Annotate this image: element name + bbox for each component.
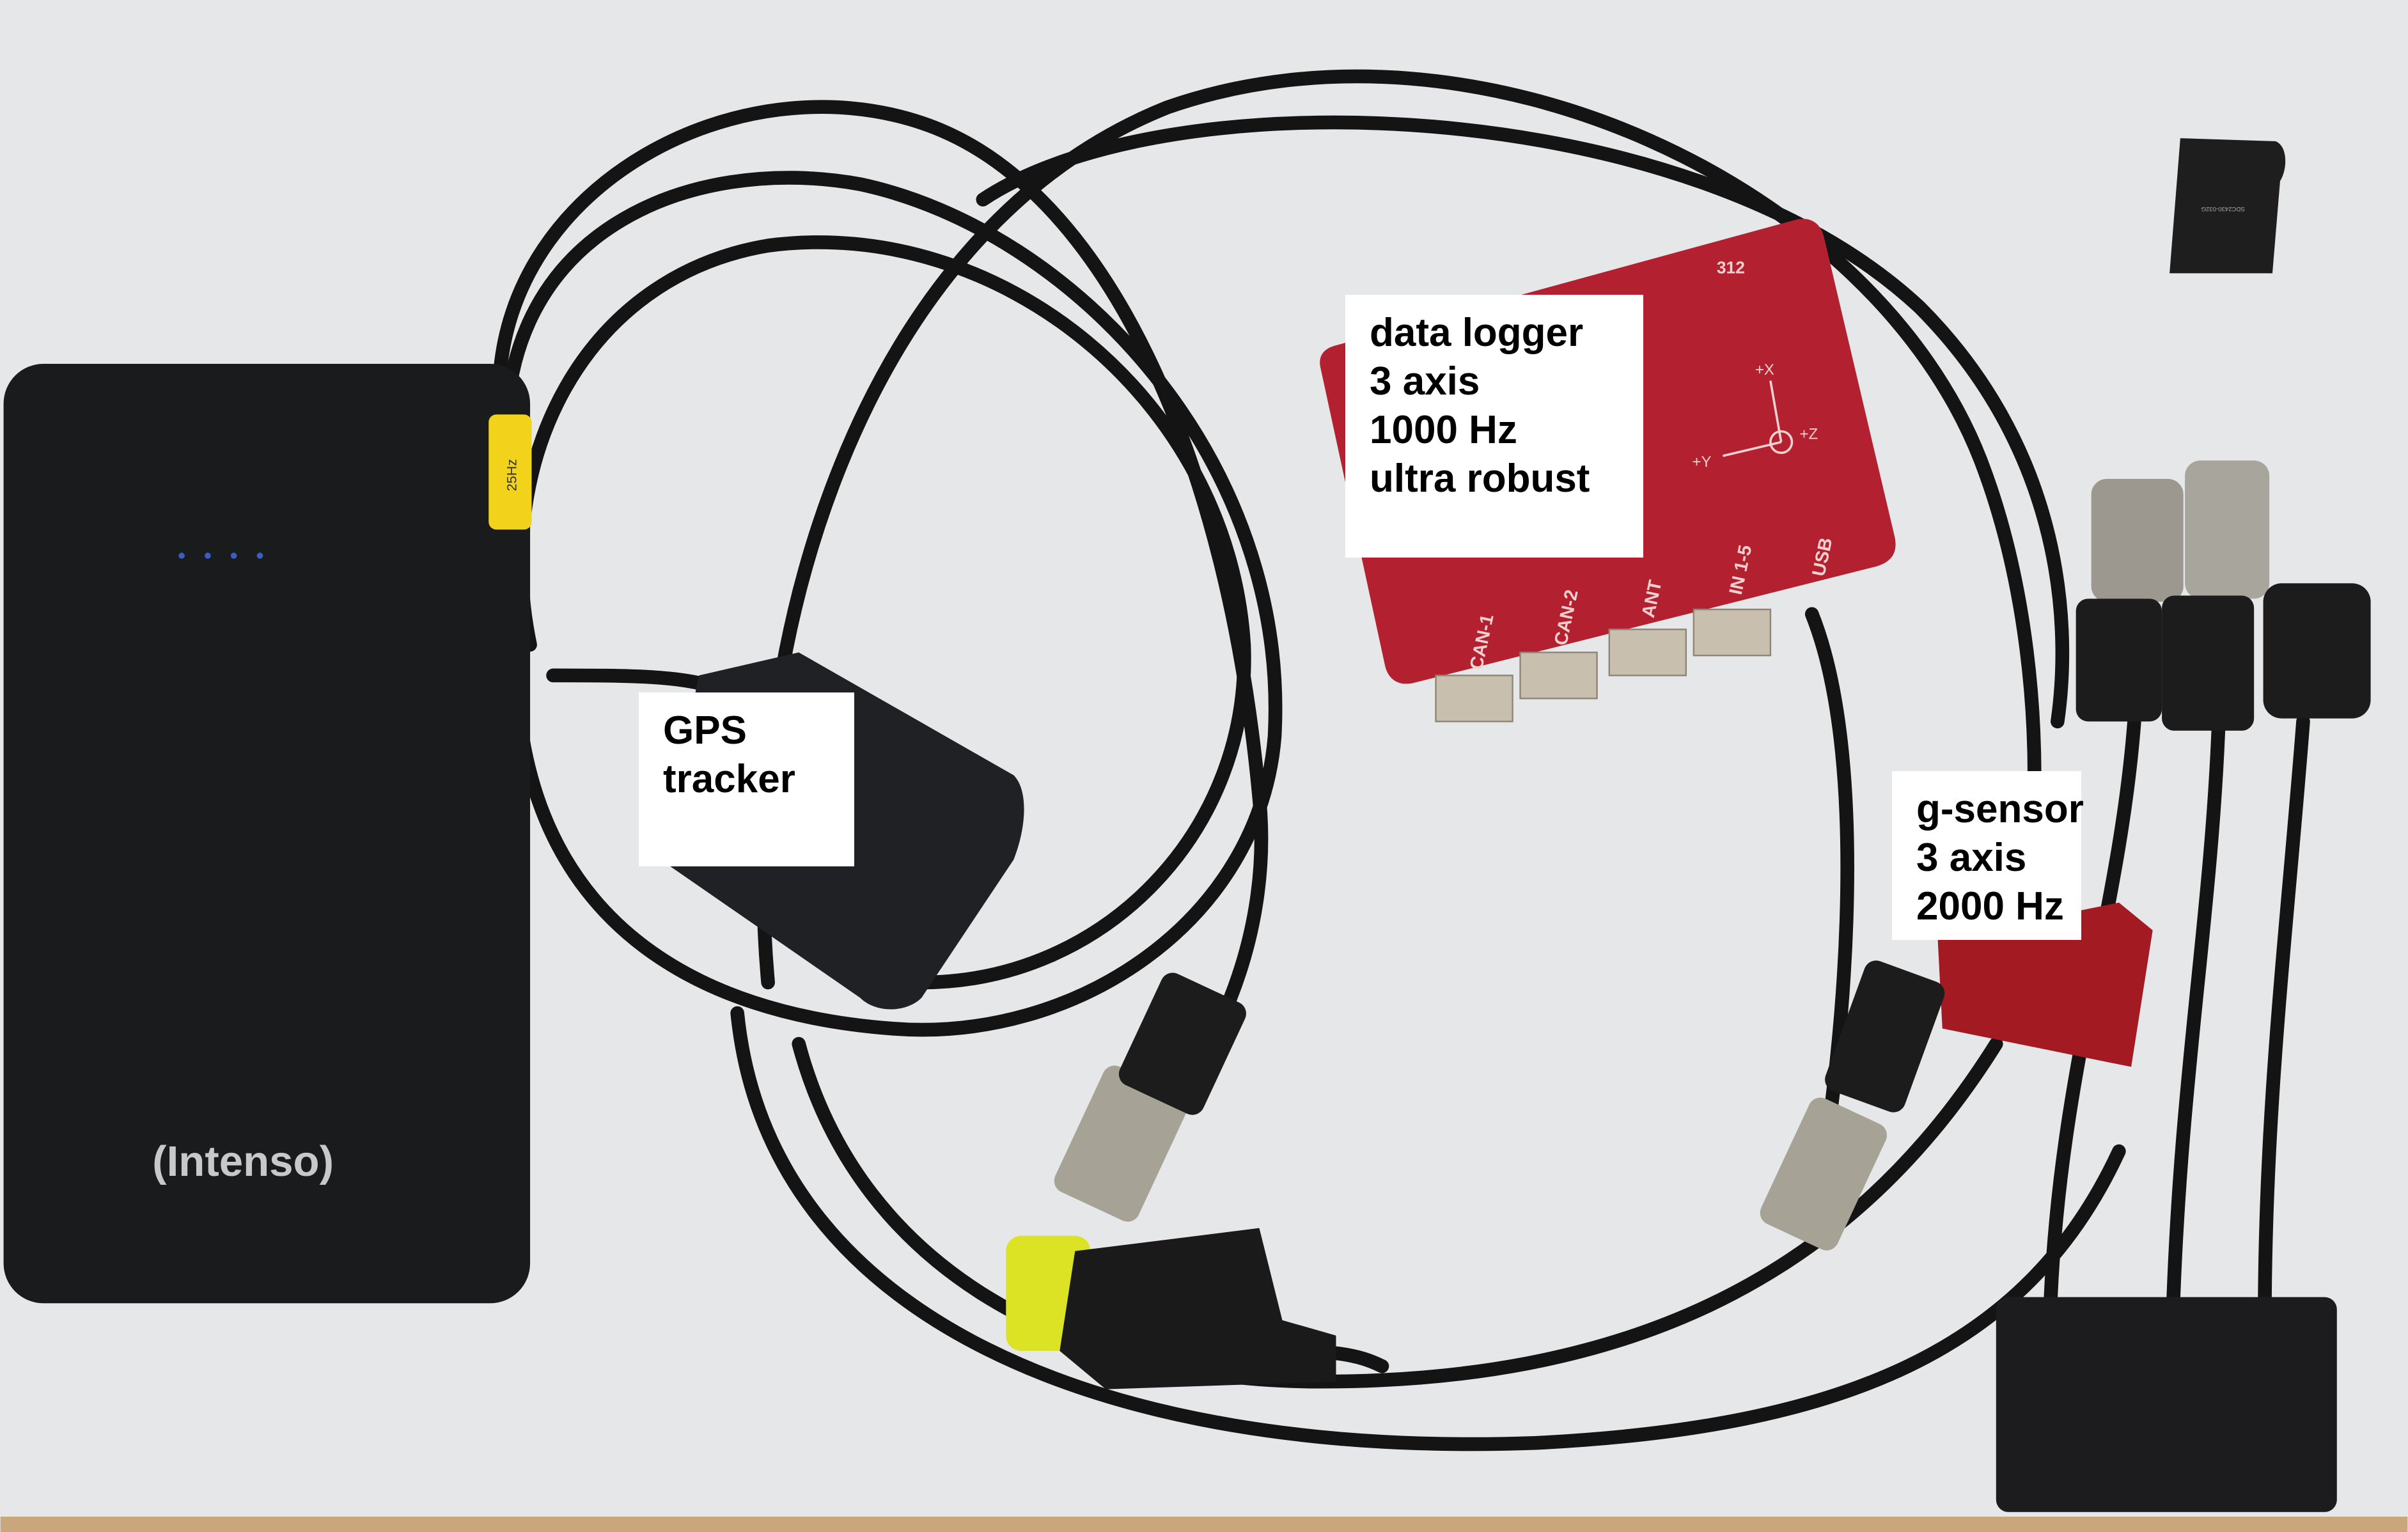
label-line: 1000 Hz (1370, 408, 1517, 452)
usb-stick-model: SDC2430-032G (2201, 205, 2244, 212)
table-edge (0, 1516, 2408, 1532)
axis-z: +Z (1800, 426, 1818, 443)
logger-serial: 312 (1717, 258, 1745, 277)
label-line: 2000 Hz (1916, 884, 2064, 928)
connectors (1006, 460, 2371, 1389)
power-bank-brand: (Intenso) (152, 1137, 334, 1185)
label-g-sensor: g-sensor 3 axis 2000 Hz (1892, 771, 2084, 940)
label-line: tracker (663, 757, 795, 801)
axis-y: +Y (1692, 453, 1711, 471)
axis-diagram (1723, 380, 1794, 457)
label-line: GPS (663, 708, 747, 753)
g-sensor-device (1937, 902, 2153, 1067)
cable-tag-text: 25Hz (503, 459, 519, 491)
cable-tag (489, 414, 532, 530)
label-line: 3 axis (1370, 359, 1480, 403)
label-line: 3 axis (1916, 836, 2027, 880)
label-gps-tracker: GPS tracker (639, 692, 854, 866)
label-line: g-sensor (1916, 787, 2084, 831)
power-bank-leds (178, 552, 263, 559)
label-data-logger: data logger 3 axis 1000 Hz ultra robust (1345, 295, 1643, 558)
power-bank (3, 363, 531, 1304)
label-line: ultra robust (1370, 457, 1590, 501)
junction-box (1996, 1297, 2337, 1512)
label-line: data logger (1370, 311, 1584, 355)
usb-stick (2170, 138, 2286, 274)
axis-x: +X (1755, 361, 1774, 379)
